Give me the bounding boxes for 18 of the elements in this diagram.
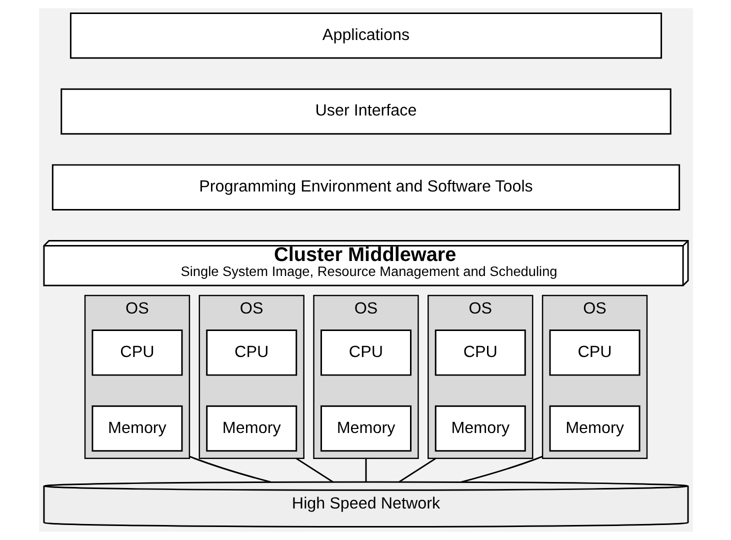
node-box: CPU xyxy=(206,330,297,376)
node-box: CPU xyxy=(434,330,526,376)
node-box: Applications xyxy=(69,12,662,59)
node-box: Memory xyxy=(548,405,640,452)
node-box: Memory xyxy=(206,405,297,452)
node-box: Memory xyxy=(91,405,182,452)
node-box: Memory xyxy=(434,405,526,452)
connector xyxy=(460,456,542,483)
connector xyxy=(364,458,366,482)
node-box: Memory xyxy=(320,405,411,452)
node-box: User Interface xyxy=(60,88,671,135)
connector xyxy=(398,458,436,483)
node-box: CPU xyxy=(320,330,411,376)
node-box: CPU xyxy=(91,330,182,376)
node-box: CPU xyxy=(548,330,640,376)
connector xyxy=(188,456,270,483)
node-box: Programming Environment and Software Tools xyxy=(51,164,680,210)
connector xyxy=(295,458,333,483)
